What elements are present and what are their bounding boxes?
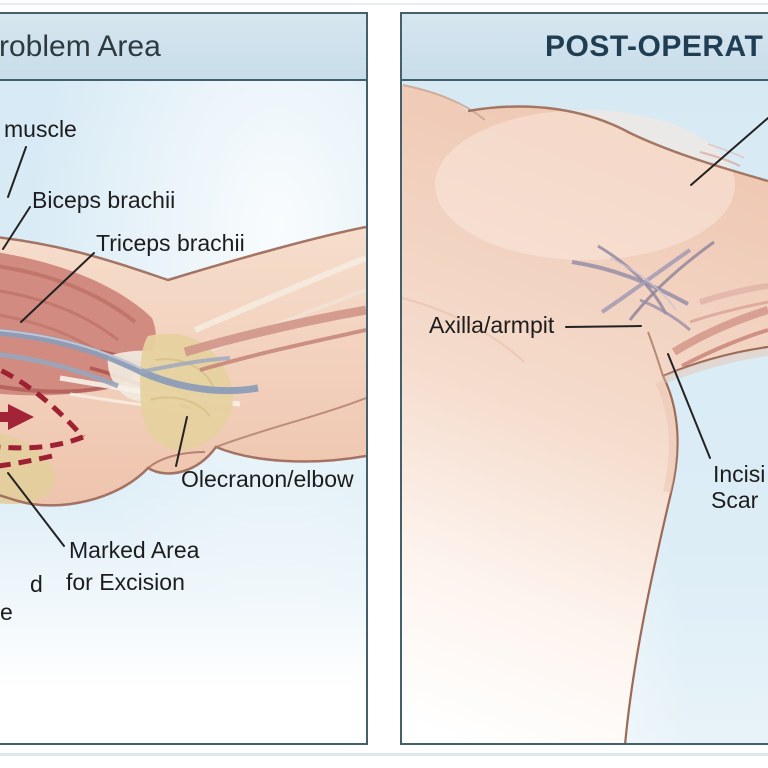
- label-incision-line1: Incisi: [713, 461, 766, 487]
- olecranon-contour: [147, 451, 206, 469]
- leader-line-marked-area: [7, 472, 65, 547]
- muscle-shadow: [0, 384, 113, 394]
- muscle-striation: [0, 289, 119, 342]
- arm-underside-contour: [662, 345, 768, 378]
- torso-illustration: [402, 84, 768, 743]
- label-cut-fragment-line1: d: [30, 571, 43, 597]
- label-marked-area-line2: for Excision: [66, 569, 185, 595]
- forearm-tendon-streak: [193, 255, 366, 333]
- leader-line-olecranon: [175, 416, 188, 467]
- label-axilla-armpit: Axilla/armpit: [429, 312, 555, 338]
- armpit-crease: [647, 331, 664, 377]
- label-triceps-brachii: Triceps brachii: [96, 230, 245, 256]
- leader-line-shoulder: [690, 117, 768, 186]
- leader-lines: [565, 117, 768, 459]
- left-panel-body: muscle Biceps brachii Triceps brachii Ol…: [0, 81, 366, 743]
- label-marked-area-line1: Marked Area: [69, 537, 200, 563]
- right-panel-title: POST-OPERAT: [545, 30, 764, 63]
- label-cut-fragment-line2: e: [0, 599, 13, 625]
- vessel-branch: [139, 356, 231, 374]
- axilla-structures: [571, 240, 715, 332]
- soft-shading: [661, 348, 768, 384]
- label-biceps-brachii: Biceps brachii: [32, 187, 176, 213]
- fat-pad-lower: [0, 433, 56, 504]
- label-olecranon-elbow: Olecranon/elbow: [181, 466, 354, 492]
- bottom-divider-line: [0, 753, 768, 756]
- neck-contour: [402, 84, 486, 121]
- panel-problem-area: roblem Area: [0, 12, 368, 745]
- vessel-highlight: [0, 329, 143, 370]
- leader-line-muscle: [7, 146, 27, 198]
- left-panel-header: roblem Area: [0, 14, 366, 81]
- arm-muscle-streaks: [671, 283, 768, 368]
- top-divider-line: [0, 3, 768, 5]
- right-panel-header: POST-OPERAT: [402, 14, 768, 81]
- torso-skin: [402, 86, 768, 743]
- leader-line-biceps: [2, 206, 31, 250]
- arm-illustration: [0, 146, 366, 547]
- left-panel-title: roblem Area: [0, 30, 161, 63]
- label-incision-line2: Scar: [711, 487, 759, 513]
- forearm-crease: [215, 397, 366, 448]
- soft-shading: [655, 380, 677, 493]
- vessel: [0, 328, 259, 395]
- leader-line-incision: [667, 353, 711, 459]
- vessel: [0, 352, 119, 389]
- skin-contour-top: [0, 225, 366, 282]
- shoulder-highlight: [435, 110, 735, 260]
- panel-post-operative: POST-OPERAT: [400, 12, 768, 745]
- leader-lines: [2, 146, 188, 547]
- shoulder-contour: [467, 105, 768, 183]
- label-muscle: muscle: [4, 116, 77, 142]
- chest-contour: [402, 297, 525, 363]
- leader-line-axilla: [565, 325, 642, 328]
- excision-dashed-outline: [0, 367, 85, 469]
- scar-marks: [707, 143, 745, 159]
- forearm-muscle-streak: [199, 328, 366, 372]
- right-panel-body: Axilla/armpit Incisi Scar: [402, 81, 768, 743]
- leader-line-triceps: [20, 252, 95, 323]
- torso-side-contour: [624, 375, 679, 743]
- fat-pad-elbow: [140, 333, 233, 451]
- excision-arrow: [0, 404, 34, 430]
- forearm-muscle-streak: [183, 305, 366, 357]
